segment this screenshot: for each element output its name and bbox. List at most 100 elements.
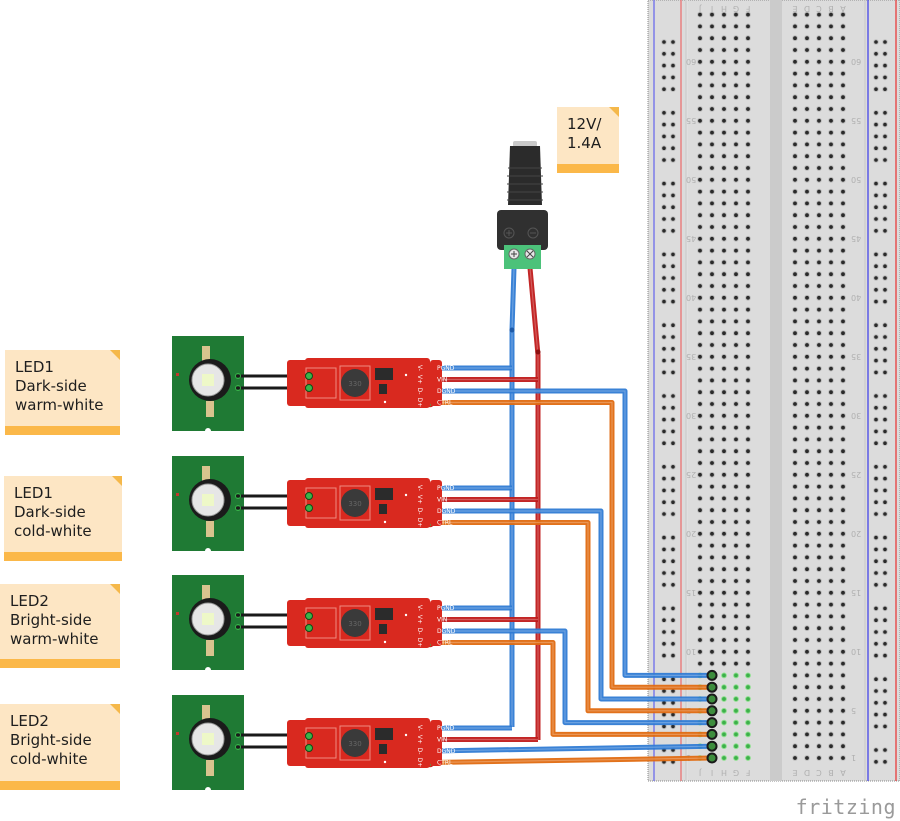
breadboard-hole [733,82,739,89]
breadboard-hole [745,424,751,431]
rail-hole [873,263,879,270]
driver-pin-strip [430,600,442,646]
breadboard-hole [721,153,727,160]
breadboard-hole [816,731,822,738]
breadboard-hole [745,460,751,466]
breadboard-hole [697,70,703,77]
rail-hole [882,617,888,624]
breadboard-hole [828,212,834,219]
rail-hole [873,700,879,706]
note-line: Dark-side [15,377,87,395]
rail-hole [882,570,888,576]
breadboard-hole [709,153,715,160]
rail-hole [873,180,879,187]
breadboard-hole [804,707,810,714]
breadboard-hole [840,35,846,42]
note-line: Bright-side [10,731,92,749]
row-number-label: 55 [851,116,861,125]
rail-hole [882,546,888,553]
ic-chip [379,624,387,634]
rail-hole [873,251,879,258]
breadboard-hole [721,389,727,396]
breadboard-hole [721,672,727,679]
rail-hole [873,346,879,352]
breadboard-hole [816,755,822,761]
breadboard-hole [745,389,751,396]
breadboard-hole [697,648,703,655]
wire-ctrl-highlight [431,757,713,764]
rail-hole [882,192,888,199]
wire-vplus-bus [527,267,541,740]
breadboard-hole [733,23,739,30]
rail-hole [670,263,676,270]
breadboard-hole [828,460,834,466]
breadboard-hole [721,601,727,608]
breadboard-hole [828,412,834,419]
breadboard-hole [840,660,846,667]
wire-ctrl [431,755,713,765]
diode [375,608,393,620]
breadboard-hole [697,460,703,466]
breadboard-hole [840,165,846,171]
breadboard-hole [792,684,798,691]
breadboard-hole [733,672,739,679]
led-pad [206,640,214,656]
breadboard-hole [697,153,703,160]
breadboard-hole [697,471,703,478]
breadboard-hole [709,342,715,348]
rail-hole [661,145,667,151]
rail-hole [873,405,879,411]
column-letter-label: J [699,4,702,13]
pcb-notch [205,667,211,673]
breadboard-hole [721,365,727,372]
breadboard-hole [792,235,798,242]
junction-dot [535,349,541,355]
breadboard-hole [792,601,798,608]
row-number-label: 30 [851,411,861,420]
column-letter-label: A [840,768,846,777]
breadboard-hole [840,448,846,455]
breadboard-hole [792,200,798,207]
via [404,733,408,737]
rail-hole [661,570,667,576]
breadboard-hole [733,684,739,691]
rail-hole [670,121,676,128]
breadboard-hole [709,589,715,596]
breadboard-hole [709,637,715,643]
driver-pin-label: DGND [437,748,456,755]
breadboard-hole [816,306,822,313]
breadboard-hole [697,578,703,584]
inductor-label: 330 [348,620,361,628]
rail-hole [873,39,879,45]
rail-hole [873,110,879,116]
note-line: Bright-side [10,611,92,629]
breadboard-hole [828,660,834,667]
breadboard-hole [840,483,846,490]
breadboard-hole [840,82,846,89]
driver-pin-label: PGND [437,725,455,732]
breadboard-hole [804,401,810,407]
breadboard-hole [804,377,810,384]
breadboard-hole [840,318,846,325]
breadboard-hole [840,578,846,584]
breadboard-hole [697,365,703,372]
rail-hole [670,582,676,588]
breadboard-hole [733,530,739,537]
rail-hole [661,86,667,92]
rail-hole [670,605,676,612]
breadboard-hole [721,755,727,761]
breadboard-hole [721,212,727,219]
breadboard-hole [828,23,834,30]
breadboard-hole [745,247,751,254]
led-module [172,456,305,554]
breadboard-hole [804,23,810,30]
driver-tab [287,600,309,646]
rail-hole [882,558,888,565]
breadboard-hole [709,176,715,183]
column-letter-label: F [745,4,750,13]
rail-hole [661,346,667,352]
breadboard-hole [792,94,798,101]
breadboard-hole [792,306,798,313]
wire-end-connector [706,717,718,729]
breadboard-hole [721,471,727,478]
